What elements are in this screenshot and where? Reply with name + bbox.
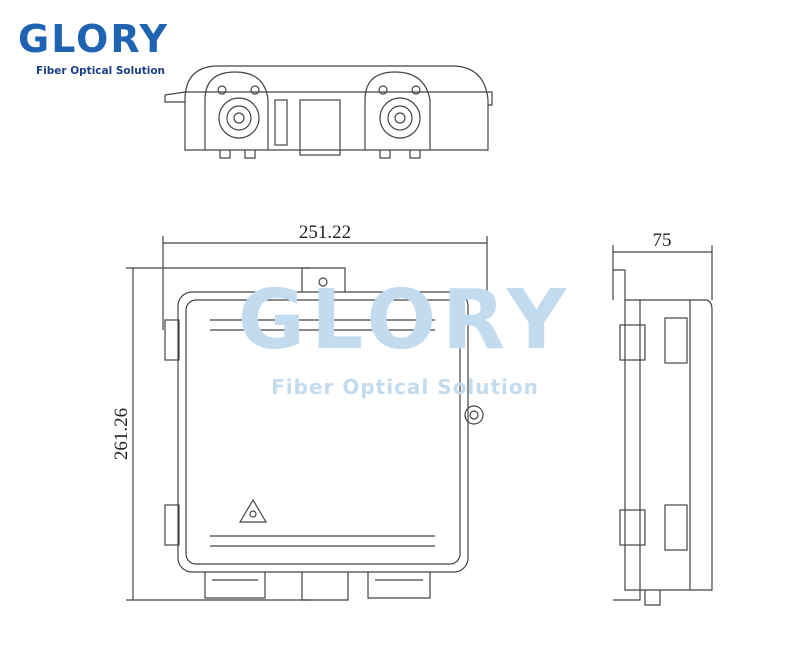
top-view <box>164 65 493 159</box>
logo-wordmark: GLORY <box>18 17 170 61</box>
height-label: 261.26 <box>111 408 132 460</box>
height-dimension: 261.26 <box>111 267 310 601</box>
front-view <box>164 267 484 601</box>
depth-label: 75 <box>653 230 672 251</box>
width-label: 251.22 <box>299 222 351 243</box>
side-view: 75 <box>612 230 713 606</box>
width-dimension: 251.22 <box>162 222 488 330</box>
logo-tagline: Fiber Optical Solution <box>36 65 166 77</box>
brand-logo: GLORY Fiber Optical Solution <box>18 16 228 78</box>
